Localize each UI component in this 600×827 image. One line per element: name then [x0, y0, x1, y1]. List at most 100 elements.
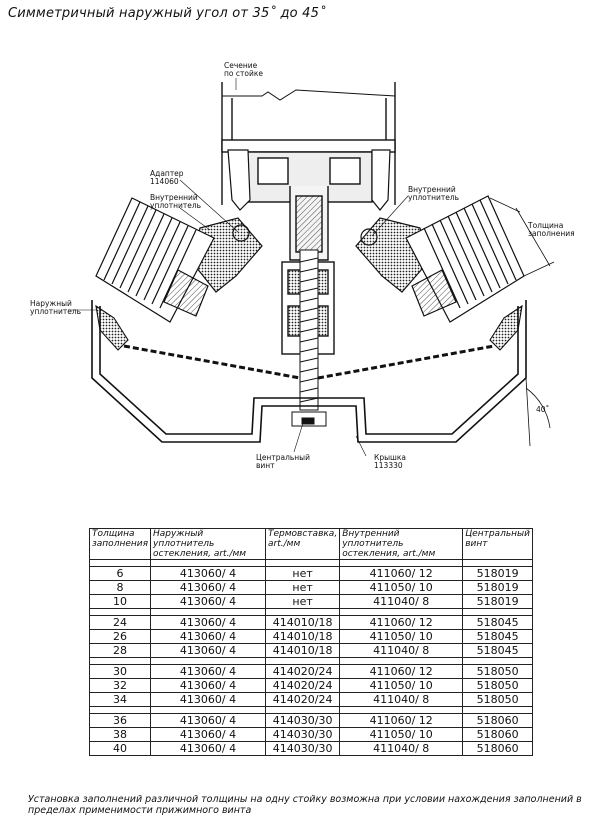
table-cell: 413060/ 4 — [150, 678, 267, 693]
spacer-cell — [88, 706, 152, 714]
spacer-cell — [150, 657, 267, 665]
table-cell: 411050/ 10 — [339, 727, 464, 742]
table-cell: 413060/ 4 — [150, 629, 267, 644]
table-cell: 411040/ 8 — [339, 692, 464, 707]
thickness-dimension — [489, 197, 555, 277]
table-cell: 518019 — [462, 594, 533, 609]
table-cell: 413060/ 4 — [150, 580, 267, 595]
spacer-cell — [462, 608, 533, 616]
table-cell: 413060/ 4 — [150, 594, 267, 609]
page-title: Симметричный наружный угол от 35˚ до 45˚ — [8, 6, 326, 21]
table-header-row: Толщина заполнения Наружный уплотнитель … — [88, 528, 533, 560]
header-outer-seal: Наружный уплотнитель остекления, art./мм — [150, 528, 267, 560]
table-cell: 413060/ 4 — [150, 566, 267, 581]
table-cell: 26 — [88, 629, 152, 644]
table-cell: 414020/24 — [265, 678, 341, 693]
central-screw — [291, 249, 327, 427]
footnote: Установка заполнений различной толщины н… — [28, 794, 582, 816]
table-cell: 411040/ 8 — [339, 594, 464, 609]
table-cell: 414010/18 — [265, 643, 341, 658]
glazing-unit-left — [95, 197, 215, 323]
table-cell: 411040/ 8 — [339, 643, 464, 658]
table-group-spacer — [88, 706, 533, 714]
table-cell: 32 — [88, 678, 152, 693]
table-cell: 518019 — [462, 580, 533, 595]
table-cell: 518045 — [462, 629, 533, 644]
table-cell: 411050/ 10 — [339, 629, 464, 644]
table-cell: 518060 — [462, 727, 533, 742]
spacer-cell — [265, 608, 341, 616]
table-cell: 414030/30 — [265, 727, 341, 742]
table-cell: 413060/ 4 — [150, 741, 267, 756]
spacer-cell — [265, 657, 341, 665]
table-cell: 6 — [88, 566, 152, 581]
table-cell: 36 — [88, 713, 152, 728]
table-cell: 24 — [88, 615, 152, 630]
angle-label: 40˚ — [536, 405, 549, 414]
cover-cap — [91, 300, 527, 443]
leader-lines — [68, 78, 409, 457]
spacer-cell — [88, 559, 152, 567]
table-cell: 411040/ 8 — [339, 741, 464, 756]
spacer-cell — [150, 559, 267, 567]
table-cell: нет — [265, 566, 341, 581]
table-cell: 518050 — [462, 678, 533, 693]
table-cell: 28 — [88, 643, 152, 658]
spacer-cell — [88, 608, 152, 616]
spacer-cell — [462, 559, 533, 567]
glazing-unit-right — [405, 195, 525, 323]
angle-annotation — [525, 377, 551, 447]
table-cell: 518060 — [462, 741, 533, 756]
table-cell: 411060/ 12 — [339, 615, 464, 630]
table-cell: 38 — [88, 727, 152, 742]
table-cell: 413060/ 4 — [150, 692, 267, 707]
table-cell: 413060/ 4 — [150, 615, 267, 630]
spacer-cell — [150, 706, 267, 714]
spacer-cell — [150, 608, 267, 616]
table-cell: 518050 — [462, 692, 533, 707]
spacer-cell — [265, 706, 341, 714]
spacer-cell — [462, 657, 533, 665]
table-cell: нет — [265, 580, 341, 595]
table-cell: 411050/ 10 — [339, 580, 464, 595]
table-cell: 411050/ 10 — [339, 678, 464, 693]
spacer-cell — [339, 706, 464, 714]
table-cell: 414020/24 — [265, 692, 341, 707]
table-group-spacer — [88, 608, 533, 616]
table-cell: 10 — [88, 594, 152, 609]
table-cell: 8 — [88, 580, 152, 595]
table-group-spacer — [88, 559, 533, 567]
table-cell: 518060 — [462, 713, 533, 728]
table-cell: 518019 — [462, 566, 533, 581]
spacer-cell — [339, 608, 464, 616]
spacer-cell — [339, 559, 464, 567]
table-cell: 411060/ 12 — [339, 664, 464, 679]
table-cell: 518050 — [462, 664, 533, 679]
table-cell: 414010/18 — [265, 629, 341, 644]
table-cell: 411060/ 12 — [339, 713, 464, 728]
header-thermal-insert: Термовставка, art./мм — [265, 528, 341, 560]
table-cell: 414010/18 — [265, 615, 341, 630]
table-cell: 30 — [88, 664, 152, 679]
header-inner-seal: Внутренний уплотнитель остекления, art./… — [339, 528, 464, 560]
spacer-cell — [265, 559, 341, 567]
table-cell: 414030/30 — [265, 713, 341, 728]
spacer-cell — [88, 657, 152, 665]
